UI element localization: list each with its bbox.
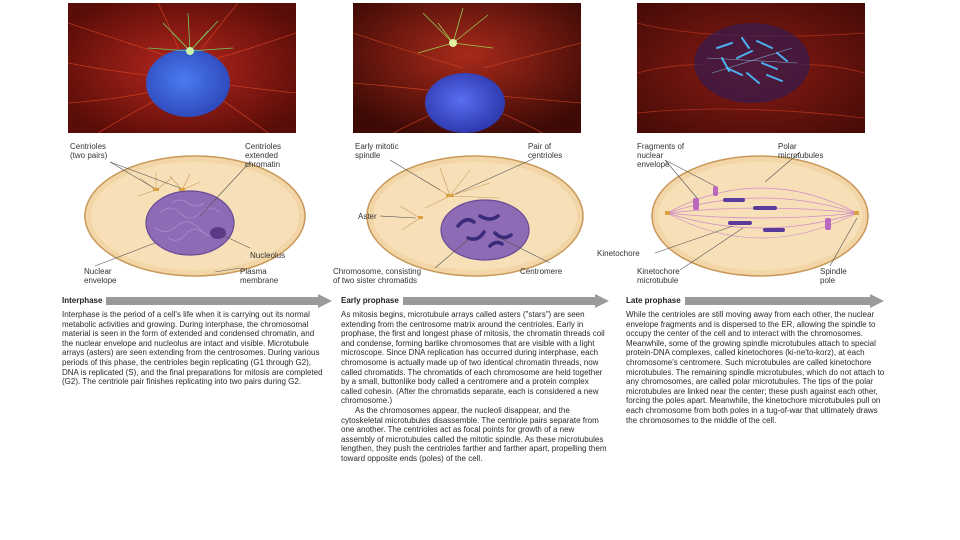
label-condensed-chromatin: Centrioles extended chromatin bbox=[245, 142, 282, 169]
stage-arrow-interphase: Interphase bbox=[62, 294, 332, 308]
text-late-prophase: While the centrioles are still moving aw… bbox=[626, 310, 890, 425]
stage-title-late-prophase: Late prophase bbox=[626, 294, 685, 308]
stage-title-early-prophase: Early prophase bbox=[341, 294, 403, 308]
label-kinetochore-microtubule: Kinetochore microtubule bbox=[637, 267, 680, 285]
photo-interphase bbox=[68, 3, 296, 133]
label-nuclear-envelope: Nuclear envelope bbox=[84, 267, 117, 285]
label-centromere: Centromere bbox=[520, 267, 563, 276]
paragraph: As the chromosomes appear, the nucleoli … bbox=[341, 405, 607, 463]
label-chromosome: Chromosome, consisting of two sister chr… bbox=[333, 267, 422, 285]
label-pair-of-centrioles: Pair of centrioles bbox=[528, 142, 563, 160]
text-interphase: Interphase is the period of a cell's lif… bbox=[62, 310, 324, 387]
label-fragments-nuclear-envelope: Fragments of nuclear envelope bbox=[637, 142, 685, 169]
label-centrioles: Centrioles (two pairs) bbox=[70, 142, 108, 160]
diagram-late-prophase bbox=[651, 151, 869, 277]
label-kinetochore: Kinetochore bbox=[597, 249, 640, 258]
stage-arrow-early-prophase: Early prophase bbox=[341, 294, 609, 308]
stage-title-interphase: Interphase bbox=[62, 294, 107, 308]
label-polar-microtubules: Polar microtubules bbox=[778, 142, 824, 160]
label-early-mitotic-spindle: Early mitotic spindle bbox=[355, 142, 399, 160]
label-spindle-pole: Spindle pole bbox=[820, 267, 847, 285]
diagram-early-prophase bbox=[366, 155, 584, 277]
paragraph: While the centrioles are still moving aw… bbox=[626, 310, 885, 425]
paragraph: Interphase is the period of a cell's lif… bbox=[62, 310, 323, 387]
photo-early-prophase bbox=[353, 3, 581, 133]
text-early-prophase: As mitosis begins, microtubule arrays ca… bbox=[341, 310, 607, 464]
diagram-interphase bbox=[84, 155, 306, 277]
label-nucleolus: Nucleolus bbox=[250, 251, 286, 260]
label-aster: Aster bbox=[358, 212, 377, 221]
paragraph: As mitosis begins, microtubule arrays ca… bbox=[341, 310, 605, 406]
photo-late-prophase bbox=[637, 3, 865, 133]
stage-arrow-late-prophase: Late prophase bbox=[626, 294, 884, 308]
label-plasma-membrane: Plasma membrane bbox=[240, 267, 279, 285]
